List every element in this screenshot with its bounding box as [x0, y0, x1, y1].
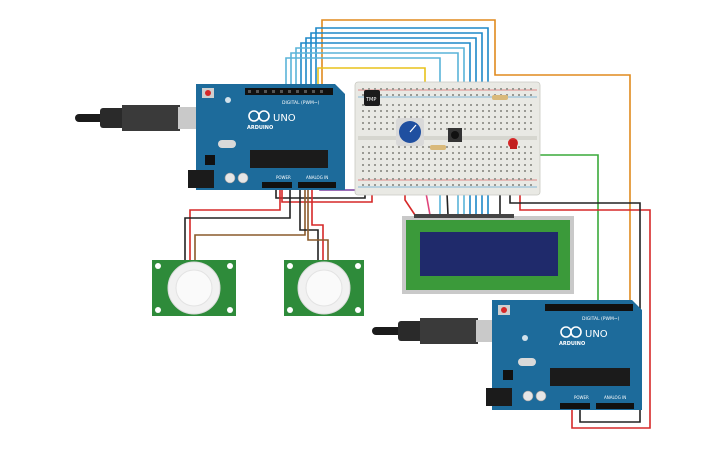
resistor-2	[430, 145, 446, 150]
power-jack-bottom	[486, 388, 512, 406]
power-label-bottom: POWER	[574, 395, 589, 400]
arduino-uno-bottom: DIGITAL (PWM~) ARDUINO UNO POWER ANALOG …	[372, 300, 642, 410]
arduino-brand-top: ARDUINO	[247, 125, 273, 131]
digital-label-top: DIGITAL (PWM~)	[282, 100, 320, 106]
wire-red-power-bottom	[519, 195, 651, 429]
lcd-display	[402, 214, 574, 294]
arduino-uno-top: DIGITAL (PWM~) ARDUINO UNO POWER ANALOG …	[75, 84, 345, 190]
breadboard: TMP	[354, 81, 541, 196]
power-header-top	[262, 182, 292, 188]
usb-cable-bottom	[372, 327, 402, 335]
arduino-model-top: UNO	[273, 113, 296, 124]
atmega-chip-bottom	[550, 368, 630, 386]
wire-pir2-black	[299, 183, 319, 262]
reset-button-bottom	[501, 307, 507, 313]
lcd-screen	[420, 232, 558, 276]
tmp-label: TMP	[365, 97, 376, 103]
temperature-sensor	[364, 90, 380, 106]
wire-pir2-red	[311, 183, 324, 262]
analog-header-bottom	[596, 403, 634, 409]
arduino-brand-bottom: ARDUINO	[559, 341, 585, 347]
pir-sensor-2	[284, 260, 364, 316]
analog-label-bottom: ANALOG IN	[604, 395, 626, 400]
wire-pir2-brown	[307, 183, 329, 262]
resistor-1	[492, 95, 508, 100]
pir-sensor-1	[152, 260, 236, 316]
crystal-bottom	[518, 358, 536, 366]
analog-label-top: ANALOG IN	[306, 175, 328, 180]
power-header-bottom	[560, 403, 590, 409]
usb-cable-top	[75, 114, 105, 122]
power-jack-top	[188, 170, 214, 188]
reset-button-top	[205, 90, 211, 96]
crystal-top	[218, 140, 236, 148]
power-label-top: POWER	[276, 175, 291, 180]
capacitor-bottom-1	[522, 390, 534, 402]
capacitor-top-2	[237, 172, 249, 184]
wire-pir1-red	[189, 183, 281, 262]
arduino-model-bottom: UNO	[585, 329, 608, 340]
digital-header-bottom	[545, 304, 633, 311]
capacitor-top-1	[224, 172, 236, 184]
capacitor-bottom-2	[535, 390, 547, 402]
atmega-chip-top	[250, 150, 328, 168]
wire-pir1-brown	[194, 183, 306, 262]
digital-label-bottom: DIGITAL (PWM~)	[582, 316, 620, 322]
wire-pir1-black	[184, 183, 291, 262]
analog-header-top	[298, 182, 336, 188]
